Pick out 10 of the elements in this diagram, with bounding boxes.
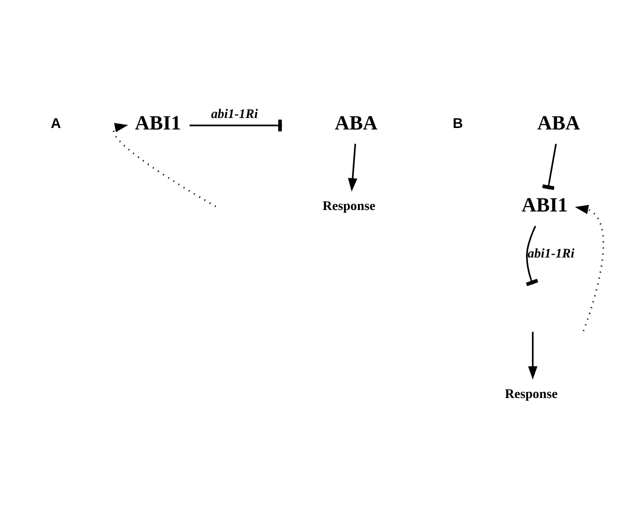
node-text: ABI1 xyxy=(522,194,568,216)
edge-label: abi1-1Ri xyxy=(528,245,574,260)
node-text: Response xyxy=(504,385,558,400)
node-text: ABA xyxy=(334,112,378,134)
node-text: ABA xyxy=(537,112,580,134)
edge-label: abi1-1Ri xyxy=(211,105,258,120)
node-text: ABI1 xyxy=(134,112,181,134)
label: A xyxy=(50,116,62,132)
node-text: Response xyxy=(322,197,376,212)
label: B xyxy=(452,116,464,132)
